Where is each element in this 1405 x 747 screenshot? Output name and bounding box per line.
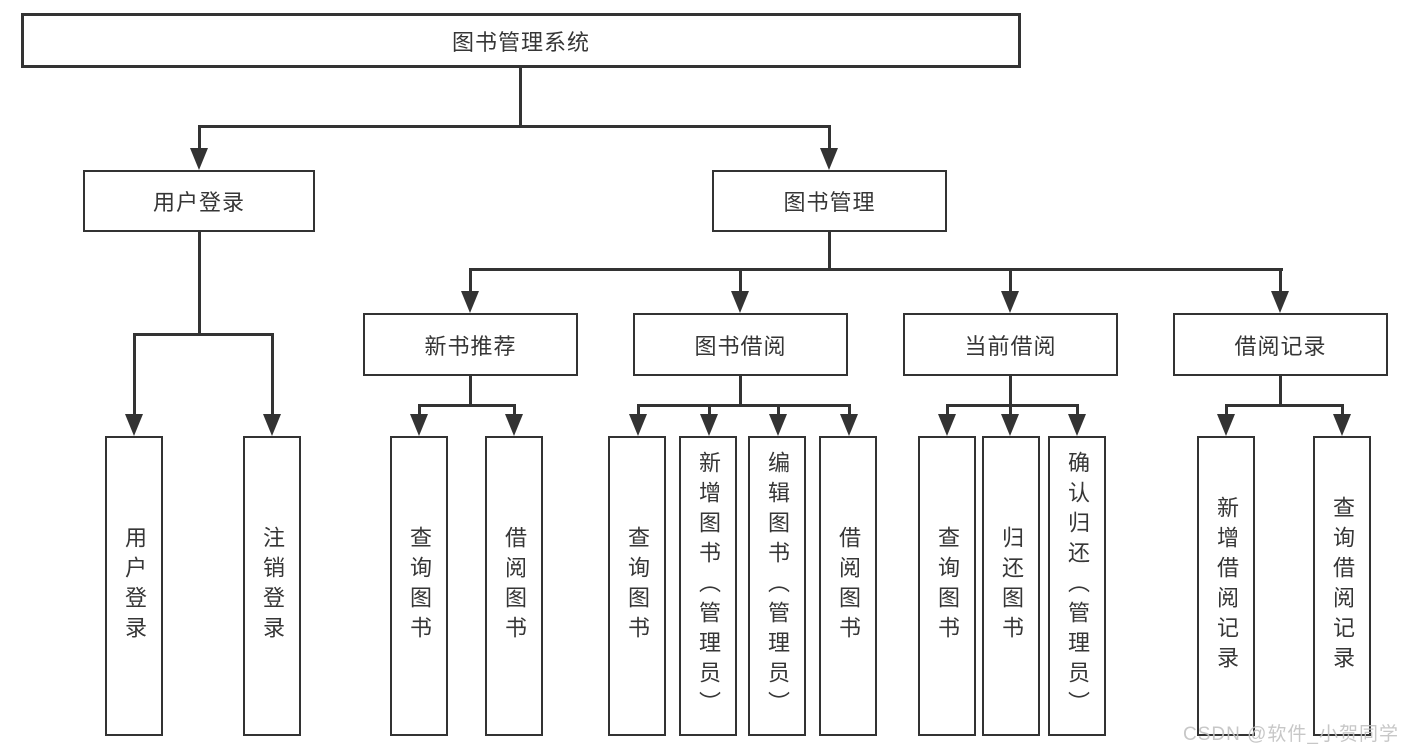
leaf-label: 借阅图书 (836, 526, 861, 646)
leaf-label: 查询图书 (407, 526, 432, 646)
leaf-add-borrow-record: 新增借阅记录 (1197, 436, 1255, 736)
node-label: 图书管理系统 (451, 29, 590, 55)
leaf-query-books-current: 查询图书 (918, 436, 976, 736)
connector-drop-leaf (946, 404, 949, 414)
connector-borrow-records-stem (1279, 376, 1282, 407)
connector-drop-leaf (848, 404, 851, 414)
connector-drop-leaf (418, 404, 421, 414)
leaf-logout: 注销登录 (243, 436, 301, 736)
connector-book-management-stem (828, 232, 831, 271)
connector-current-borrow-split (946, 404, 1079, 407)
connector-drop-book-borrow (739, 268, 742, 291)
leaf-label: 注销登录 (260, 526, 285, 646)
arrow-down-icon (410, 414, 428, 436)
connector-user-login-stem (198, 232, 201, 336)
arrow-down-icon (263, 414, 281, 436)
leaf-label: 确认归还（管理员） (1065, 451, 1090, 721)
connector-root-split (198, 125, 831, 128)
leaf-return-books: 归还图书 (982, 436, 1040, 736)
arrow-down-icon (1001, 291, 1019, 313)
leaf-label: 借阅图书 (502, 526, 527, 646)
node-new-book-recommend: 新书推荐 (363, 313, 578, 376)
connector-drop-leaf (1225, 404, 1228, 414)
node-label: 图书管理 (783, 190, 876, 215)
arrow-down-icon (190, 148, 208, 170)
connector-user-login-split (133, 333, 274, 336)
connector-book-borrow-split (637, 404, 851, 407)
node-borrow-records: 借阅记录 (1173, 313, 1388, 376)
connector-current-borrow-stem (1009, 376, 1012, 407)
leaf-label: 编辑图书（管理员） (765, 451, 790, 721)
leaf-label: 归还图书 (999, 526, 1024, 646)
connector-root-stem (519, 68, 522, 127)
connector-drop-new-book (469, 268, 472, 291)
arrow-down-icon (769, 414, 787, 436)
arrow-down-icon (505, 414, 523, 436)
leaf-borrow-books-recommend: 借阅图书 (485, 436, 543, 736)
arrow-down-icon (1068, 414, 1086, 436)
connector-drop-leaf (1076, 404, 1079, 414)
arrow-down-icon (1001, 414, 1019, 436)
arrow-down-icon (629, 414, 647, 436)
csdn-watermark: CSDN @软件_小贺同学 (1183, 724, 1399, 745)
arrow-down-icon (820, 148, 838, 170)
node-label: 用户登录 (152, 190, 245, 215)
connector-new-book-stem (469, 376, 472, 407)
node-current-borrow: 当前借阅 (903, 313, 1118, 376)
node-label: 当前借阅 (964, 333, 1057, 359)
leaf-query-borrow-record: 查询借阅记录 (1313, 436, 1371, 736)
connector-drop-leaf (777, 404, 780, 414)
arrow-down-icon (731, 291, 749, 313)
connector-drop-leaf (1341, 404, 1344, 414)
node-library-management-system: 图书管理系统 (21, 13, 1021, 68)
leaf-label: 查询借阅记录 (1330, 496, 1355, 676)
connector-drop-book-management (828, 125, 831, 148)
arrow-down-icon (1271, 291, 1289, 313)
connector-book-borrow-stem (739, 376, 742, 407)
node-label: 新书推荐 (424, 333, 517, 359)
connector-drop-leaf (708, 404, 711, 414)
leaf-label: 新增图书（管理员） (696, 451, 721, 721)
connector-drop-user-login (198, 125, 201, 148)
arrow-down-icon (1217, 414, 1235, 436)
connector-book-management-split (469, 268, 1283, 271)
connector-drop-borrow-records (1279, 268, 1282, 291)
leaf-label: 用户登录 (122, 526, 147, 646)
node-label: 图书借阅 (694, 333, 787, 359)
connector-drop-leaf (271, 333, 274, 414)
arrow-down-icon (938, 414, 956, 436)
connector-drop-leaf (133, 333, 136, 414)
node-label: 借阅记录 (1234, 333, 1327, 359)
leaf-user-login: 用户登录 (105, 436, 163, 736)
connector-drop-leaf (637, 404, 640, 414)
connector-drop-leaf (1009, 404, 1012, 414)
arrow-down-icon (125, 414, 143, 436)
node-book-borrow: 图书借阅 (633, 313, 848, 376)
connector-drop-leaf (513, 404, 516, 414)
leaf-add-book-admin: 新增图书（管理员） (679, 436, 737, 736)
arrow-down-icon (1333, 414, 1351, 436)
connector-new-book-split (418, 404, 516, 407)
leaf-edit-book-admin: 编辑图书（管理员） (748, 436, 806, 736)
leaf-confirm-return-admin: 确认归还（管理员） (1048, 436, 1106, 736)
leaf-label: 查询图书 (935, 526, 960, 646)
leaf-label: 新增借阅记录 (1214, 496, 1239, 676)
node-user-login: 用户登录 (83, 170, 315, 232)
leaf-query-books-borrow: 查询图书 (608, 436, 666, 736)
leaf-query-books-recommend: 查询图书 (390, 436, 448, 736)
connector-borrow-records-split (1225, 404, 1344, 407)
connector-drop-current-borrow (1009, 268, 1012, 291)
arrow-down-icon (700, 414, 718, 436)
node-book-management: 图书管理 (712, 170, 947, 232)
leaf-borrow-books: 借阅图书 (819, 436, 877, 736)
arrow-down-icon (461, 291, 479, 313)
leaf-label: 查询图书 (625, 526, 650, 646)
arrow-down-icon (840, 414, 858, 436)
